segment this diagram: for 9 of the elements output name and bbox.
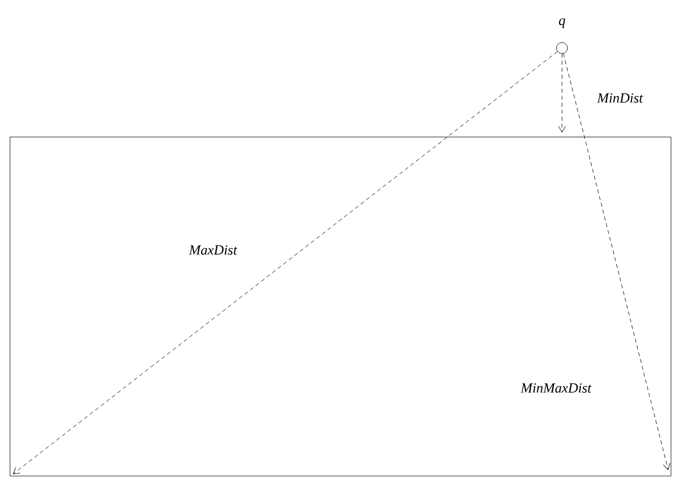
edge-label: MaxDist (188, 245, 238, 255)
arrow (12, 51, 558, 474)
edge-label: MinDist (597, 93, 644, 103)
edge-label: MinMaxDist (520, 383, 592, 393)
rectangle (10, 136, 672, 476)
point-circle (556, 42, 568, 54)
arrow (558, 54, 566, 132)
point-label: q (559, 18, 566, 28)
arrow (563, 53, 670, 470)
